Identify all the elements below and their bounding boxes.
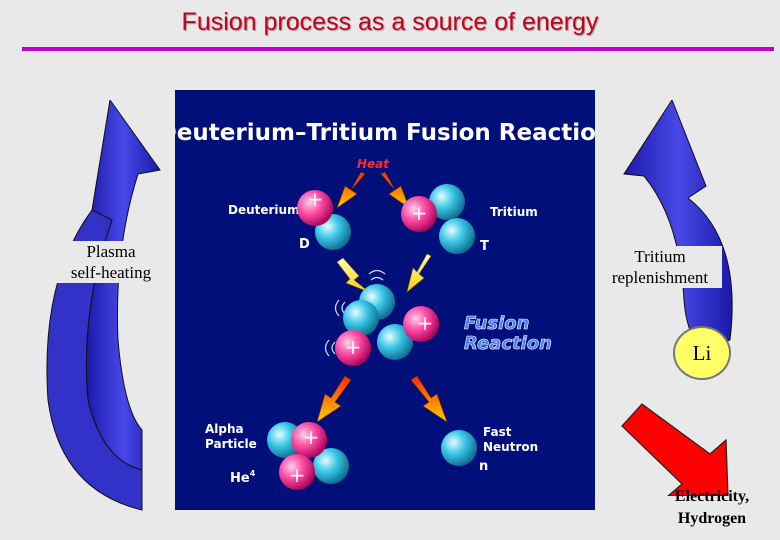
helium-mass-number: 4	[250, 469, 256, 478]
dt-fusion-reaction-panel: Deuterium–Tritium Fusion Reaction Heat D…	[158, 90, 612, 510]
deuterium-proton	[297, 190, 333, 226]
compound-plus-2: +	[345, 335, 362, 359]
alpha-label-line1: Alpha	[205, 422, 244, 436]
energy-output-arrow	[621, 403, 729, 496]
alpha-proton-1	[291, 422, 327, 458]
reaction-heading: Deuterium–Tritium Fusion Reaction	[175, 120, 595, 146]
heat-arrow-left	[336, 171, 366, 209]
alpha-neutron-2	[313, 448, 349, 484]
compound-plus-1: +	[417, 311, 434, 335]
heat-arrow-right	[380, 171, 410, 209]
tritium-proton	[401, 196, 437, 232]
fast-neutron	[441, 430, 477, 466]
alpha-proton-2	[279, 454, 315, 490]
vibration-mark-left-bottom	[324, 339, 336, 357]
alpha-plus-2: +	[289, 463, 306, 487]
compound-proton-2	[335, 330, 371, 366]
electricity-hydrogen-label: Electricity, Hydrogen	[650, 486, 774, 530]
helium-label: He4	[230, 469, 256, 486]
d-symbol: D	[299, 237, 310, 252]
fusion-reaction-line2: Reaction	[464, 333, 552, 354]
deuterium-plus: +	[307, 187, 324, 211]
heat-label: Heat	[357, 157, 390, 171]
title-underline	[22, 47, 774, 51]
vibration-mark-top	[368, 269, 386, 281]
tritium-converge-arrow	[406, 253, 432, 293]
deuterium-label: Deuterium	[228, 203, 300, 217]
compound-neutron-2	[343, 300, 379, 336]
plasma-self-heating-loop-arrow	[46, 100, 161, 511]
page-title-container: Fusion process as a source of energy	[0, 8, 780, 37]
tritium-replenishment-label: Tritium replenishment	[598, 246, 722, 288]
reaction-diagram: Deuterium–Tritium Fusion Reaction Heat D…	[158, 120, 612, 490]
compound-neutron-3	[377, 324, 413, 360]
helium-symbol: He	[230, 471, 250, 486]
alpha-emission-arrow	[316, 375, 352, 423]
deuterium-converge-arrow	[336, 257, 370, 293]
tritium-label-line2: replenishment	[611, 268, 709, 287]
page-title: Fusion process as a source of energy	[181, 8, 599, 36]
t-symbol: T	[480, 239, 489, 254]
alpha-label-line2: Particle	[205, 437, 257, 451]
plasma-self-heating-label: Plasma self-heating	[55, 241, 167, 283]
neutron-emission-arrow	[410, 375, 448, 423]
tritium-neutron-1	[429, 184, 465, 220]
n-symbol: n	[479, 459, 488, 474]
plasma-label-line1: Plasma	[86, 242, 136, 261]
compound-proton-1	[403, 306, 439, 342]
fusion-reaction-line1: Fusion	[464, 313, 529, 334]
fast-neutron-line1: Fast	[483, 425, 512, 439]
tritium-label: Tritium	[490, 205, 538, 219]
tritium-neutron-2	[439, 218, 475, 254]
tritium-label-line1: Tritium	[634, 247, 686, 266]
lithium-badge: Li	[673, 326, 731, 380]
output-line1: Electricity,	[674, 488, 750, 505]
output-line2: Hydrogen	[677, 510, 747, 527]
fast-neutron-line2: Neutron	[483, 440, 538, 454]
alpha-plus-1: +	[303, 425, 320, 449]
tritium-replenishment-loop-arrow	[623, 100, 733, 351]
compound-nucleus: + +	[324, 269, 439, 366]
tritium-plus: +	[411, 201, 428, 225]
plasma-label-line2: self-heating	[70, 263, 152, 282]
